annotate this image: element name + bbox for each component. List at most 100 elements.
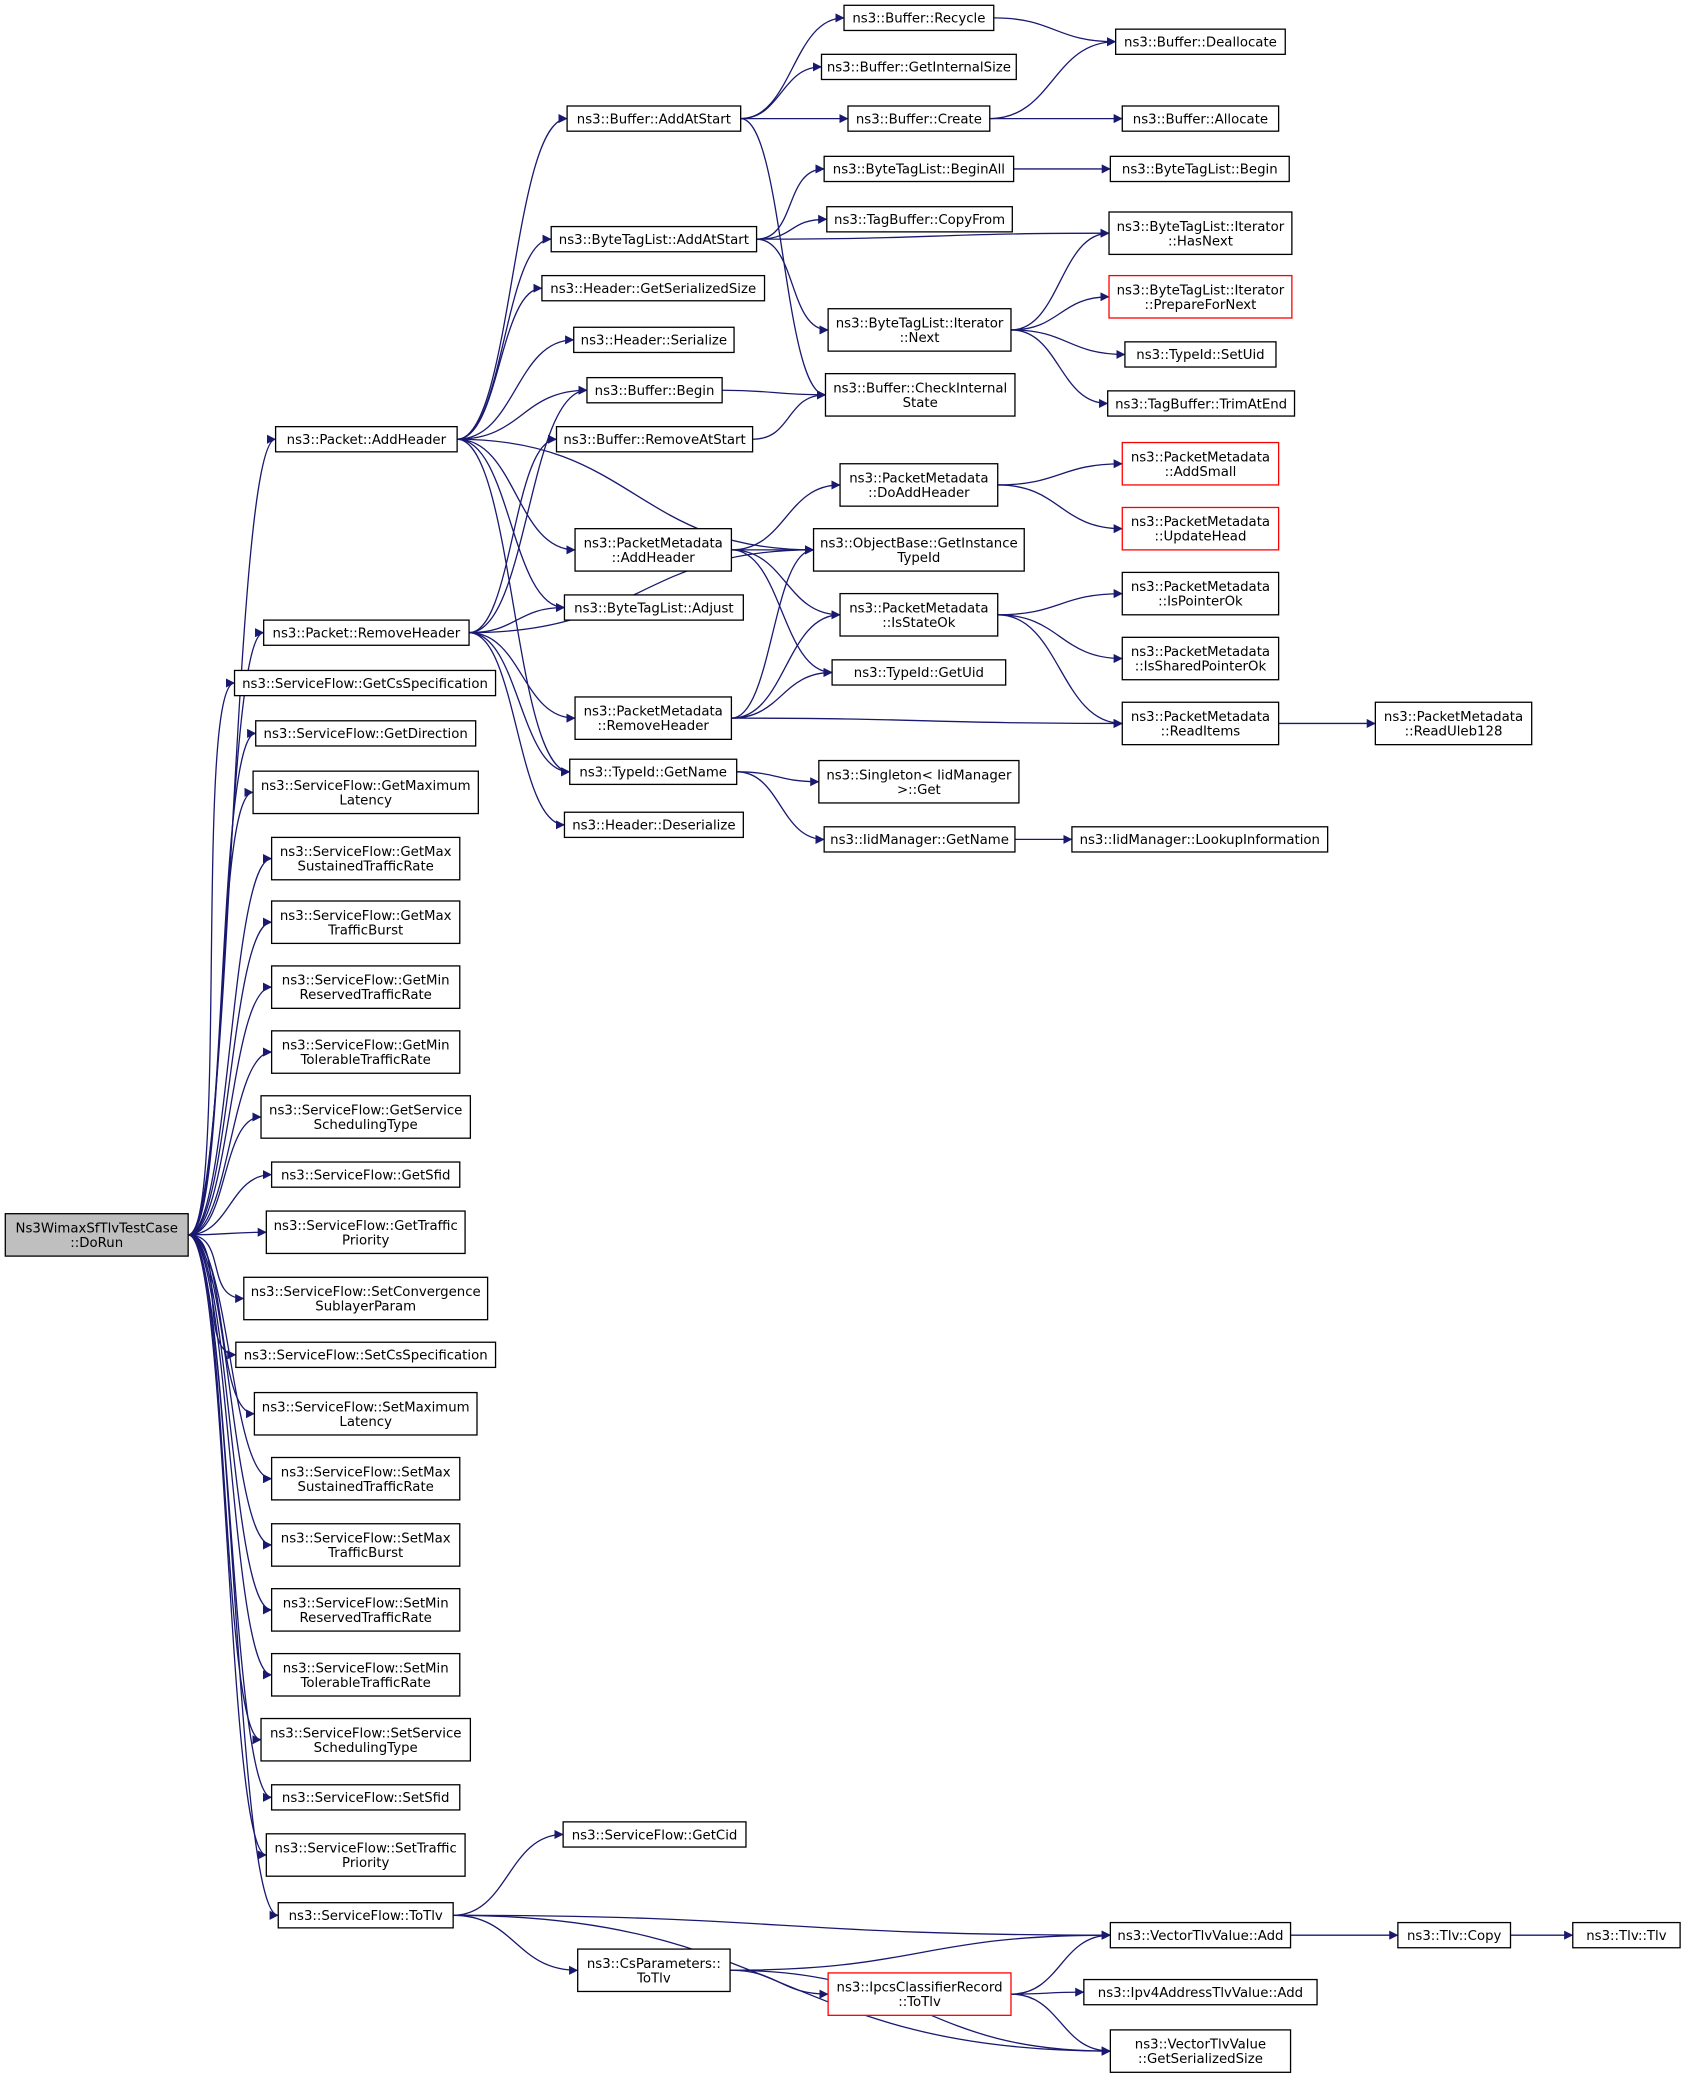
node-buf-getinternalsize[interactable]: ns3::Buffer::GetInternalSize [820, 53, 1017, 81]
node-sf-setsched[interactable]: ns3::ServiceFlow::SetServiceSchedulingTy… [260, 1717, 472, 1762]
node-pm-removeheader[interactable]: ns3::PacketMetadata::RemoveHeader [574, 696, 733, 741]
edge-arrow [187, 787, 254, 1236]
node-pm-ispointerok[interactable]: ns3::PacketMetadata::IsPointerOk [1121, 571, 1280, 616]
node-sf-getcsspec[interactable]: ns3::ServiceFlow::GetCsSpecification [233, 669, 497, 697]
node-label: ns3::ByteTagList::Iterator [836, 316, 1004, 331]
node-ipv4tlv-add[interactable]: ns3::Ipv4AddressTlvValue::Add [1083, 1978, 1318, 2006]
node-sf-setconv[interactable]: ns3::ServiceFlow::SetConvergenceSublayer… [243, 1276, 489, 1321]
node-pm-addsmall[interactable]: ns3::PacketMetadata::AddSmall [1121, 441, 1280, 486]
node-btl-begin[interactable]: ns3::ByteTagList::Begin [1109, 155, 1290, 183]
node-label: Priority [342, 1233, 389, 1248]
node-sf-getdirection[interactable]: ns3::ServiceFlow::GetDirection [255, 720, 477, 747]
node-vtlv-getsersize[interactable]: ns3::VectorTlvValue::GetSerializedSize [1109, 2029, 1292, 2073]
edge-arrow [731, 545, 815, 719]
edge-arrow [188, 854, 273, 1236]
node-sf-setminres[interactable]: ns3::ServiceFlow::SetMinReservedTrafficR… [270, 1588, 461, 1632]
node-tlv-tlv[interactable]: ns3::Tlv::Tlv [1572, 1921, 1681, 1949]
node-buf-recycle[interactable]: ns3::Buffer::Recycle [843, 4, 995, 32]
node-sf-setsfid[interactable]: ns3::ServiceFlow::SetSfid [270, 1784, 461, 1811]
edge-typeid-getname-to-singleton-get [736, 771, 820, 787]
node-pm-doaddheader[interactable]: ns3::PacketMetadata::DoAddHeader [839, 463, 999, 507]
node-pm-issharedpointerok[interactable]: ns3::PacketMetadata::IsSharedPointerOk [1121, 636, 1280, 681]
node-btl-addatstart[interactable]: ns3::ByteTagList::AddAtStart [550, 225, 758, 253]
node-typeid-getuid[interactable]: ns3::TypeId::GetUid [831, 659, 1007, 686]
node-sf-totlv[interactable]: ns3::ServiceFlow::ToTlv [277, 1902, 454, 1929]
node-typeid-setuid[interactable]: ns3::TypeId::SetUid [1124, 341, 1277, 368]
edge-arrow [188, 1227, 267, 1237]
node-box [1108, 211, 1293, 256]
node-tagbuf-trimatend[interactable]: ns3::TagBuffer::TrimAtEnd [1107, 390, 1296, 417]
node-box [270, 1030, 461, 1074]
node-typeid-getname[interactable]: ns3::TypeId::GetName [569, 758, 738, 786]
node-box [1121, 636, 1280, 681]
node-box [562, 1821, 747, 1848]
node-pm-readitems[interactable]: ns3::PacketMetadata::ReadItems [1121, 701, 1280, 746]
node-label: ns3::PacketMetadata [1384, 710, 1523, 725]
node-sf-getmaxsus[interactable]: ns3::ServiceFlow::GetMaxSustainedTraffic… [270, 836, 461, 881]
edge-pkt-removeheader-to-buf-removeatstart [469, 434, 557, 634]
edge-pkt-addheader-to-pm-addheader [457, 438, 576, 555]
edge-arrow [453, 1829, 564, 1916]
node-btl-adjust[interactable]: ns3::ByteTagList::Adjust [563, 594, 744, 621]
node-hdr-deserialize[interactable]: ns3::Header::Deserialize [563, 811, 744, 839]
node-singleton-get[interactable]: ns3::Singleton< IidManager>::Get [818, 759, 1020, 804]
node-hdr-getsersize[interactable]: ns3::Header::GetSerializedSize [541, 274, 766, 302]
node-tagbuf-copyfrom[interactable]: ns3::TagBuffer::CopyFrom [826, 206, 1013, 233]
node-btli-hasnext[interactable]: ns3::ByteTagList::Iterator::HasNext [1108, 211, 1293, 256]
node-btl-beginall[interactable]: ns3::ByteTagList::BeginAll [823, 155, 1015, 183]
node-label: ::HasNext [1168, 234, 1233, 249]
edge-root-to-sf-getsched [188, 1112, 262, 1236]
node-buf-allocate[interactable]: ns3::Buffer::Allocate [1121, 105, 1280, 132]
node-label: ToTlv [636, 1971, 671, 1986]
node-sf-setmintol[interactable]: ns3::ServiceFlow::SetMinTolerableTraffic… [270, 1652, 461, 1697]
edge-arrow [1010, 1930, 1111, 1995]
node-sf-getminres[interactable]: ns3::ServiceFlow::GetMinReservedTrafficR… [270, 965, 461, 1009]
edge-arrow [993, 17, 1117, 47]
node-vtlv-add[interactable]: ns3::VectorTlvValue::Add [1109, 1921, 1292, 1949]
node-label: ::RemoveHeader [598, 719, 710, 734]
node-box [265, 1210, 466, 1255]
node-sf-setcsspec[interactable]: ns3::ServiceFlow::SetCsSpecification [235, 1341, 497, 1369]
node-tlv-copy[interactable]: ns3::Tlv::Copy [1397, 1921, 1512, 1949]
node-iid-getname[interactable]: ns3::IidManager::GetName [823, 826, 1016, 853]
node-buf-addatstart[interactable]: ns3::Buffer::AddAtStart [566, 105, 742, 132]
node-btli-preparefornext[interactable]: ns3::ByteTagList::Iterator::PrepareForNe… [1108, 274, 1293, 319]
node-box [253, 1391, 478, 1436]
node-pm-isstateok[interactable]: ns3::PacketMetadata::IsStateOk [839, 592, 999, 637]
node-btli-next[interactable]: ns3::ByteTagList::Iterator::Next [827, 308, 1012, 352]
node-sf-getmintol[interactable]: ns3::ServiceFlow::GetMinTolerableTraffic… [270, 1030, 461, 1074]
node-sf-getsfid[interactable]: ns3::ServiceFlow::GetSfid [270, 1161, 461, 1188]
node-label: TrafficBurst [327, 923, 403, 938]
node-buf-deallocate[interactable]: ns3::Buffer::Deallocate [1115, 28, 1286, 55]
node-ipcs-totlv[interactable]: ns3::IpcsClassifierRecord::ToTlv [827, 1972, 1012, 2016]
node-hdr-serialize[interactable]: ns3::Header::Serialize [573, 326, 735, 354]
node-csp-totlv[interactable]: ns3::CsParameters::ToTlv [577, 1948, 731, 1993]
node-iid-lookupinfo[interactable]: ns3::IidManager::LookupInformation [1071, 826, 1329, 853]
node-pm-readuleb128[interactable]: ns3::PacketMetadata::ReadUleb128 [1374, 701, 1533, 746]
edge-root-to-sf-getmaxsus [188, 854, 273, 1236]
edge-arrow [453, 1914, 579, 1975]
node-sf-setmaxsus[interactable]: ns3::ServiceFlow::SetMaxSustainedTraffic… [270, 1456, 461, 1501]
node-pkt-removeheader[interactable]: ns3::Packet::RemoveHeader [263, 619, 470, 646]
node-box [1115, 28, 1286, 55]
node-pkt-addheader[interactable]: ns3::Packet::AddHeader [274, 425, 458, 453]
node-buf-create[interactable]: ns3::Buffer::Create [847, 105, 991, 132]
node-pm-addheader[interactable]: ns3::PacketMetadata::AddHeader [574, 528, 733, 572]
node-root[interactable]: Ns3WimaxSfTlvTestCase::DoRun [4, 1213, 189, 1257]
edge-btli-next-to-tagbuf-trimatend [1010, 329, 1109, 408]
edge-arrow [1010, 292, 1110, 331]
node-pm-updatehead[interactable]: ns3::PacketMetadata::UpdateHead [1121, 506, 1280, 551]
node-buf-begin[interactable]: ns3::Buffer::Begin [586, 376, 723, 404]
node-sf-getcid[interactable]: ns3::ServiceFlow::GetCid [562, 1821, 747, 1848]
edge-pm-isstateok-to-pm-readitems [997, 614, 1123, 728]
node-buf-removeatstart[interactable]: ns3::Buffer::RemoveAtStart [555, 425, 754, 453]
node-sf-getsched[interactable]: ns3::ServiceFlow::GetServiceSchedulingTy… [260, 1095, 472, 1139]
